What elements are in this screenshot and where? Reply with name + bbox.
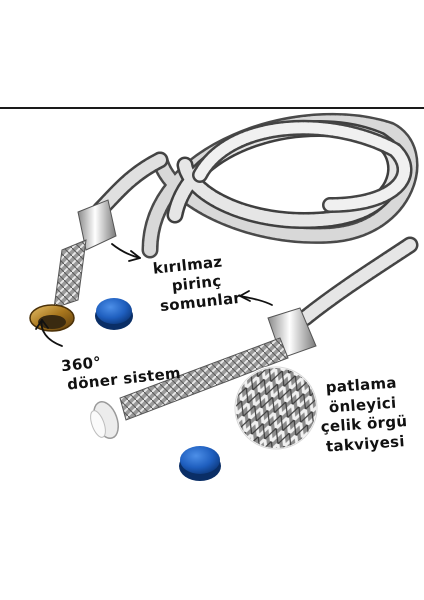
top-divider-line (0, 107, 424, 109)
annotation-brass-nuts: kırılmaz pirinç somunlar (137, 251, 242, 318)
blue-cap-upper (95, 298, 133, 330)
coiled-hose (91, 112, 419, 327)
blue-cap-lower (179, 446, 221, 481)
annotation-steel-braid: patlama önleyici çelik örgü takviyesi (317, 373, 409, 457)
lower-fitting (90, 307, 317, 439)
braid-zoom-circle (233, 365, 319, 451)
annotation-arrows (35, 243, 273, 347)
